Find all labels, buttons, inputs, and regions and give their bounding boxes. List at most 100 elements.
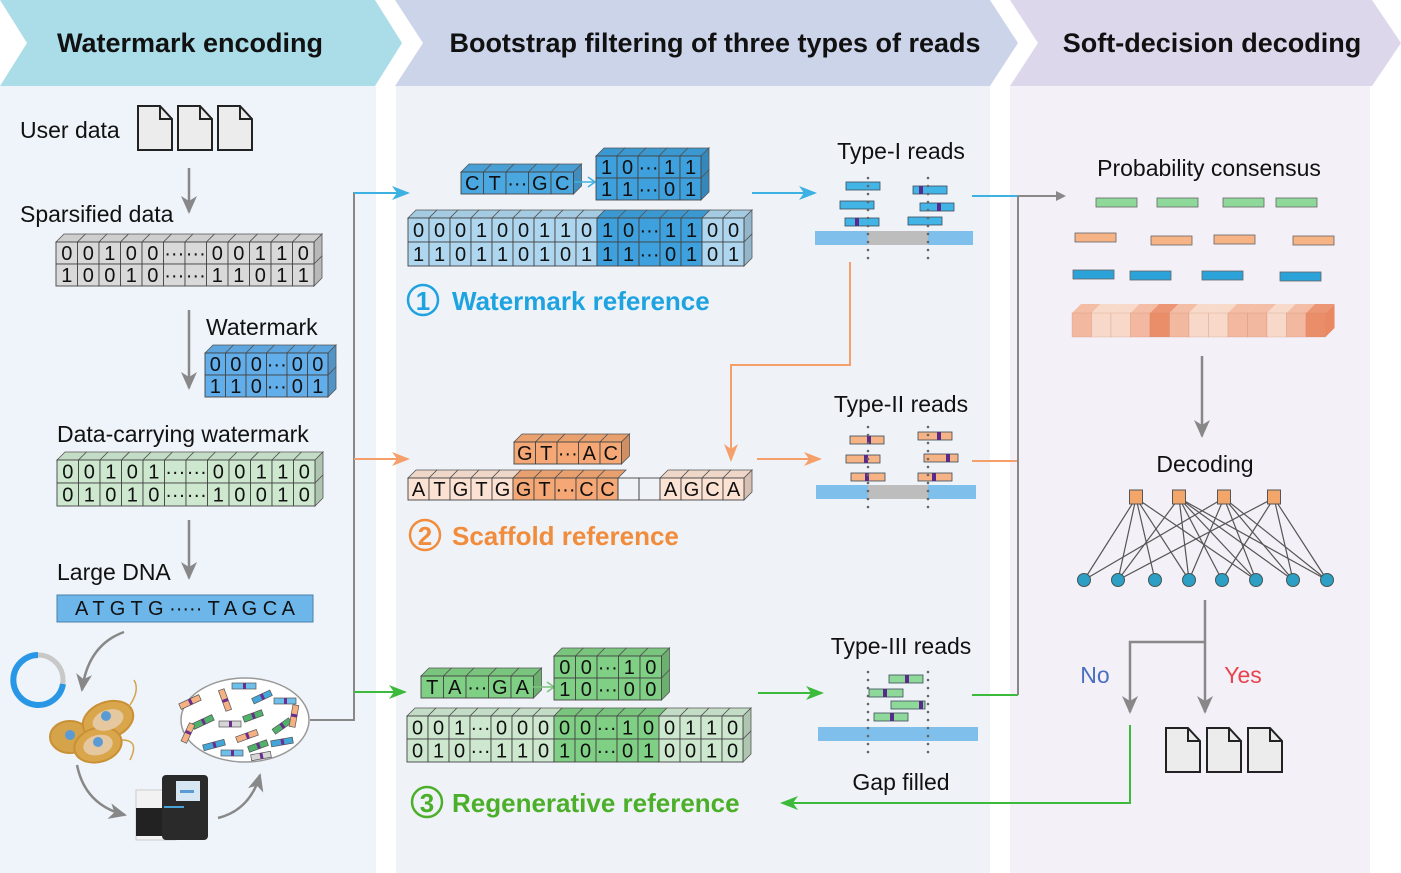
arrow-to-bacteria bbox=[76, 630, 125, 692]
cell-text: 1 bbox=[622, 179, 633, 201]
cell-text: 1 bbox=[539, 244, 550, 266]
cell-text: 0 bbox=[623, 220, 634, 242]
cell-text: 1 bbox=[559, 741, 570, 763]
cell-text: 1 bbox=[601, 179, 612, 201]
cell-text: ··· bbox=[471, 718, 491, 740]
cell-text: A bbox=[448, 677, 462, 699]
document-icon bbox=[1247, 727, 1283, 773]
cell-text: 0 bbox=[127, 462, 138, 484]
arrow-to-sequencer bbox=[75, 764, 127, 819]
no-label: No bbox=[1080, 662, 1109, 688]
consensus-read bbox=[1150, 235, 1193, 246]
read-fragment bbox=[235, 728, 259, 744]
reference-bar bbox=[818, 727, 978, 741]
graph-edge bbox=[1135, 497, 1190, 581]
heat-cell-top bbox=[1286, 304, 1315, 313]
cell-text: 1 bbox=[276, 243, 287, 265]
cell-text: ··· bbox=[556, 479, 576, 501]
cell bbox=[292, 263, 315, 287]
graph-edge bbox=[1188, 497, 1225, 581]
cell-text: 0 bbox=[559, 718, 570, 740]
graph-edge bbox=[1178, 497, 1190, 581]
consensus-read bbox=[1129, 270, 1172, 281]
cell-text: C bbox=[705, 479, 719, 501]
variable-node bbox=[1215, 573, 1229, 587]
cell-text: 1 bbox=[413, 244, 424, 266]
graph-edge bbox=[1223, 497, 1257, 581]
read-fragment bbox=[250, 750, 272, 762]
header-decoding: Soft-decision decoding bbox=[1010, 0, 1401, 86]
cell-text: ··· bbox=[597, 741, 617, 763]
cell-text: 1 bbox=[434, 244, 445, 266]
cell-text: A bbox=[583, 443, 597, 465]
cell-text: 0 bbox=[251, 354, 262, 376]
read-fragment bbox=[220, 749, 244, 757]
cell-text: T bbox=[433, 479, 445, 501]
cell-text: 0 bbox=[496, 718, 507, 740]
data-carrying-label: Data-carrying watermark bbox=[57, 421, 309, 447]
heat-cell-top bbox=[1267, 304, 1296, 313]
cell-text: 0 bbox=[234, 462, 245, 484]
consensus-read bbox=[1279, 271, 1322, 282]
cell-text: 0 bbox=[727, 741, 738, 763]
cell-text: C bbox=[604, 443, 618, 465]
type1-reads-diagram bbox=[815, 176, 973, 260]
read bbox=[923, 453, 959, 463]
document-icon bbox=[137, 105, 173, 151]
cell-text: C bbox=[600, 479, 614, 501]
heat-cell-top bbox=[1247, 304, 1276, 313]
cell-text: 0 bbox=[292, 354, 303, 376]
cell-text: 1 bbox=[623, 244, 634, 266]
cell-text: 0 bbox=[645, 679, 656, 701]
gap-region bbox=[868, 485, 928, 499]
number-3-text: 3 bbox=[420, 788, 434, 818]
heat-cell bbox=[1149, 312, 1170, 338]
cell-text: ··· bbox=[165, 462, 185, 484]
variable-node bbox=[1249, 573, 1263, 587]
cell-text: 0 bbox=[518, 244, 529, 266]
cell-text: 0 bbox=[622, 157, 633, 179]
cell-text: 1 bbox=[665, 220, 676, 242]
heat-cell bbox=[1169, 312, 1190, 338]
cell-text: 1 bbox=[277, 462, 288, 484]
bacteria-icon bbox=[49, 679, 137, 764]
cell-text: 1 bbox=[539, 220, 550, 242]
cell-text: ··· bbox=[187, 485, 207, 507]
cell bbox=[293, 482, 316, 507]
cell-text: 1 bbox=[497, 244, 508, 266]
header-filtering: Bootstrap filtering of three types of re… bbox=[395, 0, 1018, 86]
heat-cell-top bbox=[1208, 304, 1237, 313]
cell-text: 1 bbox=[230, 376, 241, 398]
heat-cell bbox=[1305, 312, 1326, 338]
check-node bbox=[1129, 489, 1143, 505]
cell-text: 1 bbox=[127, 485, 138, 507]
cell-text: 1 bbox=[643, 741, 654, 763]
consensus-read bbox=[1222, 197, 1265, 208]
cell-text: 0 bbox=[455, 244, 466, 266]
cell-text: ··· bbox=[471, 741, 491, 763]
cell-text: ··· bbox=[640, 244, 660, 266]
number-2-badge bbox=[408, 518, 442, 552]
heat-cell-top bbox=[1189, 304, 1218, 313]
cell-text: 1 bbox=[148, 462, 159, 484]
cell-text: ··· bbox=[165, 485, 185, 507]
read-fragment bbox=[288, 704, 300, 728]
variable-node bbox=[1320, 573, 1334, 587]
cell-text: 0 bbox=[685, 741, 696, 763]
cell bbox=[721, 738, 744, 763]
cell-text: G bbox=[684, 479, 700, 501]
heat-cell-top bbox=[1091, 304, 1120, 313]
cell bbox=[722, 241, 745, 267]
cell-text: 0 bbox=[292, 376, 303, 398]
heat-cell-top bbox=[1072, 304, 1101, 313]
cell-text: ··· bbox=[639, 179, 659, 201]
read-fragment bbox=[202, 738, 226, 752]
cell-text: 1 bbox=[706, 718, 717, 740]
heat-cell-top bbox=[1111, 304, 1140, 313]
consensus-read bbox=[1074, 232, 1117, 243]
consensus-read bbox=[1201, 270, 1244, 281]
read-fragment bbox=[180, 722, 196, 744]
cell-text: ··· bbox=[267, 376, 287, 398]
cell-text: 0 bbox=[455, 220, 466, 242]
cell-text: 1 bbox=[685, 157, 696, 179]
